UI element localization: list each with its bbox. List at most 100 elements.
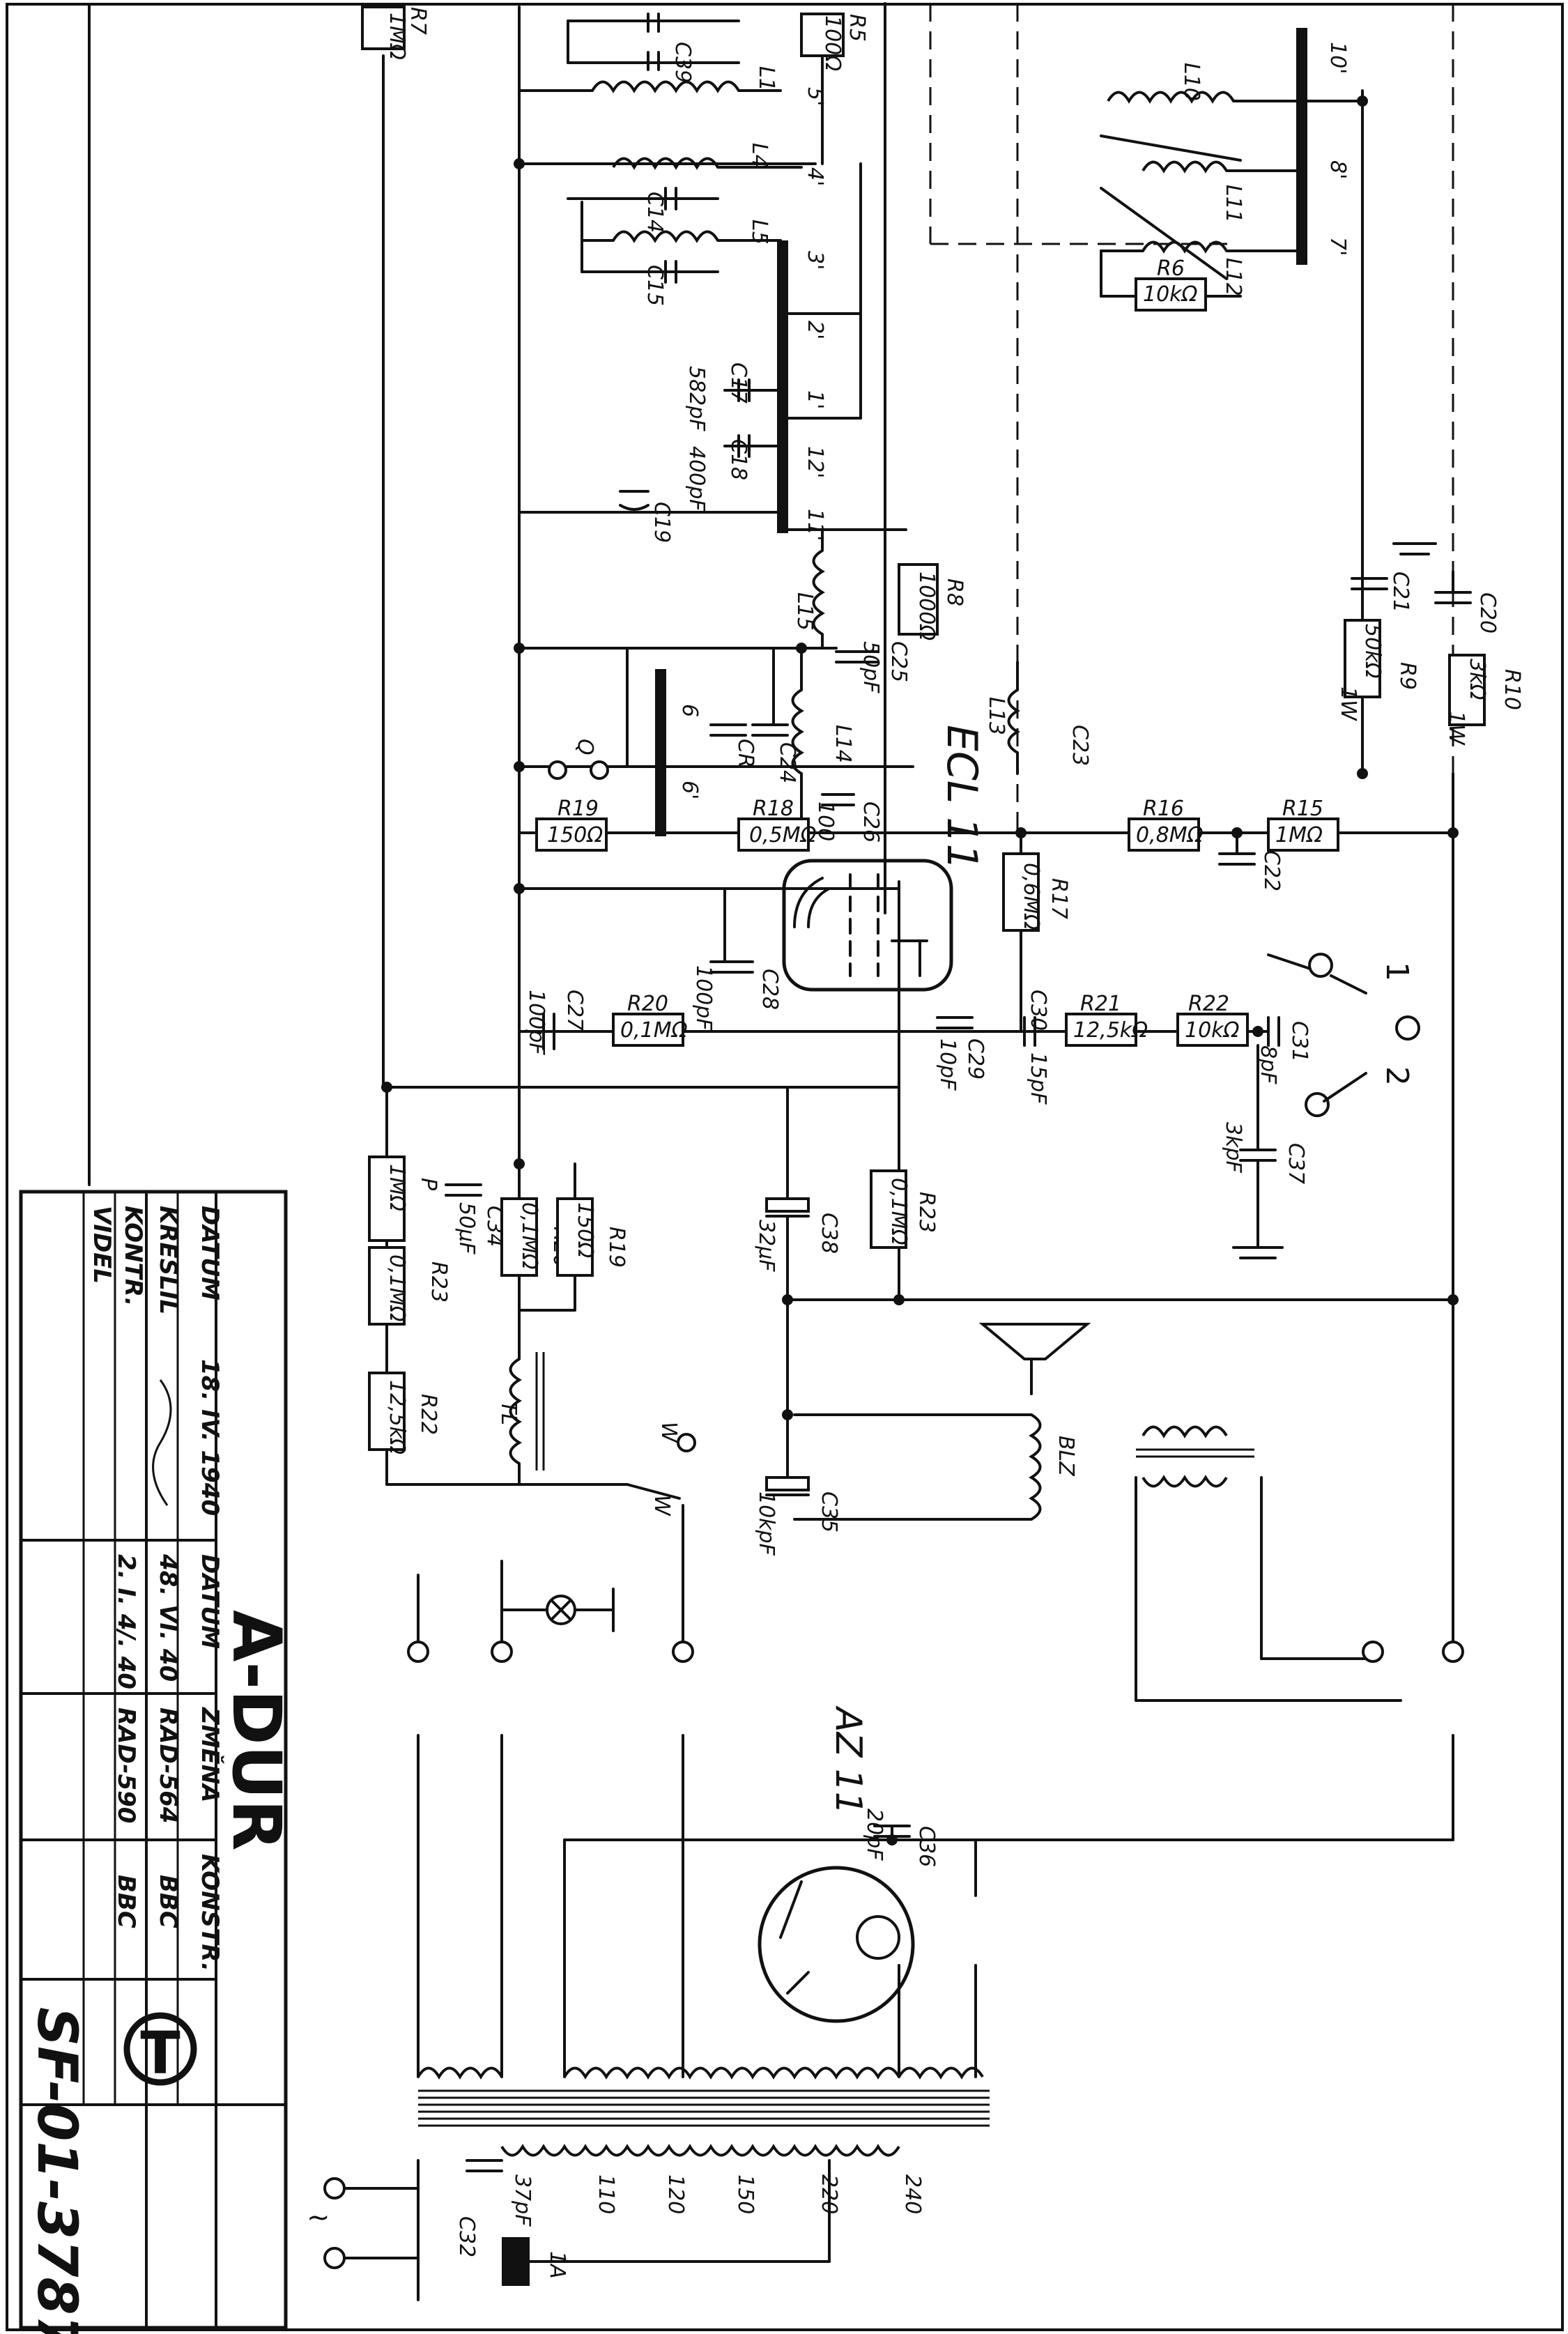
value-r16: 0,1MΩ <box>620 1018 688 1043</box>
note-r10: 1W <box>1444 711 1468 746</box>
label-w1: W <box>656 1422 681 1443</box>
capacitor-c27 <box>542 1013 555 1050</box>
change1-zmena: RAD-564 <box>154 1707 182 1823</box>
contact-terminal-a[interactable] <box>548 760 567 780</box>
resistor-r19 <box>870 1169 907 1249</box>
contact-terminal-b[interactable] <box>590 760 609 780</box>
label-c18: C18 <box>726 439 751 480</box>
value-r19: 0,1MΩ <box>886 1178 911 1245</box>
potentiometer-p[interactable] <box>368 1156 406 1242</box>
label-l13: L13 <box>984 697 1008 735</box>
resistor-r7 <box>361 6 406 50</box>
value-c29: 10pF <box>935 1038 960 1091</box>
label-r15: R19 <box>558 797 599 821</box>
resistor-r13 <box>1002 852 1040 932</box>
label-l10: L10 <box>1179 63 1204 101</box>
resistor-r15 <box>535 817 608 852</box>
band-switch-wafer-3[interactable] <box>1296 28 1307 265</box>
switch-w-terminal[interactable] <box>677 1433 696 1452</box>
resistor-r12 <box>1128 817 1200 852</box>
capacitor-c34 <box>445 1183 482 1197</box>
value-c25: 50pF <box>859 641 883 693</box>
value-r17: 12,5kΩ <box>1073 1018 1148 1043</box>
terminal-2[interactable] <box>491 1641 513 1663</box>
band-switch-wafer[interactable] <box>777 240 788 533</box>
coil-l15 <box>812 528 825 650</box>
pickup-terminal-1[interactable] <box>1308 953 1333 978</box>
label-c24: C24 <box>775 742 799 783</box>
junction-dots <box>381 95 1459 1845</box>
label-r17: R21 <box>1080 992 1121 1016</box>
contact-2: 2' <box>803 321 827 339</box>
pickup-terminal-2[interactable] <box>1395 1015 1420 1041</box>
label-l5: L5 <box>747 220 771 245</box>
value-datum: 18. IV. 1940 <box>196 1359 224 1516</box>
label-fuse: 1A <box>545 2251 569 2279</box>
label-r8: R8 <box>942 578 967 606</box>
capacitor-c19 <box>518 490 778 514</box>
label-r9: R9 <box>1395 662 1420 690</box>
terminal-4[interactable] <box>1362 1641 1384 1663</box>
label-r22: R22 <box>416 1394 440 1435</box>
change2-konstr: BBC <box>112 1875 140 1928</box>
fuse <box>502 2237 530 2286</box>
value-r7: 1MΩ <box>385 13 409 60</box>
value-r10: 3kΩ <box>1465 659 1489 700</box>
contact-8: 8' <box>1325 160 1350 179</box>
power-transformer <box>417 2066 990 2157</box>
contact-1: 1' <box>803 390 827 409</box>
coil-l10 <box>1107 91 1364 104</box>
value-r5: 100Ω <box>820 15 845 71</box>
choke-tl <box>509 1316 545 1486</box>
resistor-r5 <box>800 13 845 57</box>
label-c15: C15 <box>643 265 667 306</box>
company-logo-icon <box>123 2012 197 2086</box>
label-p: P <box>416 1178 440 1191</box>
contact-12: 12' <box>803 446 827 478</box>
capacitor-c31 <box>1267 1016 1280 1047</box>
switch-wafer-2[interactable] <box>655 669 666 836</box>
coil-l11 <box>1142 160 1298 174</box>
ground-symbol-right <box>1392 542 1437 555</box>
label-c27: C27 <box>562 990 587 1031</box>
header-zmena: ZMĚNA <box>196 1707 224 1802</box>
value-c30: 15pF <box>1026 1052 1050 1105</box>
label-kontr: KONTR. <box>119 1206 147 1306</box>
terminal-1[interactable] <box>407 1641 429 1663</box>
change2-datum: 2. I. 4/. 40 <box>112 1554 140 1689</box>
mains-symbol: ~ <box>307 2202 330 2234</box>
label-c39: C39 <box>670 42 695 83</box>
value-r15: 150Ω <box>547 823 603 847</box>
mains-terminal-2[interactable] <box>323 2247 346 2269</box>
pickup-terminal-3[interactable] <box>1305 1092 1330 1117</box>
label-c23: C23 <box>1068 725 1092 766</box>
resistor-r18 <box>1176 1013 1249 1047</box>
label-r10: R10 <box>1500 669 1524 710</box>
tube-ecl11 <box>782 859 953 992</box>
label-c33: C35 <box>817 1491 841 1533</box>
tap-150: 150 <box>733 2174 758 2214</box>
value-r21: 0,1MΩ <box>517 1202 541 1270</box>
label-c32: C32 <box>454 2216 479 2257</box>
label-r18: R22 <box>1188 992 1229 1016</box>
resistor-r8 <box>898 563 939 636</box>
label-r12: R16 <box>1143 797 1184 821</box>
mains-terminal-1[interactable] <box>323 2177 346 2199</box>
label-l14: L14 <box>831 725 855 763</box>
value-c34: 50μF <box>454 1202 479 1254</box>
label-l4: L4 <box>747 143 771 168</box>
label-blz: BLZ <box>1054 1436 1078 1477</box>
header-konstr: KONSTR. <box>196 1854 224 1972</box>
value-r20: 150Ω <box>573 1202 597 1258</box>
header-datum: DATUM <box>196 1554 224 1649</box>
transformer-blz <box>793 1413 1042 1521</box>
capacitor-c17-c18 <box>723 378 778 458</box>
label-c26: C26 <box>859 801 883 843</box>
terminal-5[interactable] <box>1442 1641 1464 1663</box>
resistor-r9 <box>1344 619 1381 698</box>
switch-w-blade[interactable] <box>626 1483 681 1500</box>
label-position-2: 2 <box>1379 1066 1415 1086</box>
label-kreslil: KRESLIL <box>154 1206 182 1314</box>
terminal-3[interactable] <box>672 1641 694 1663</box>
